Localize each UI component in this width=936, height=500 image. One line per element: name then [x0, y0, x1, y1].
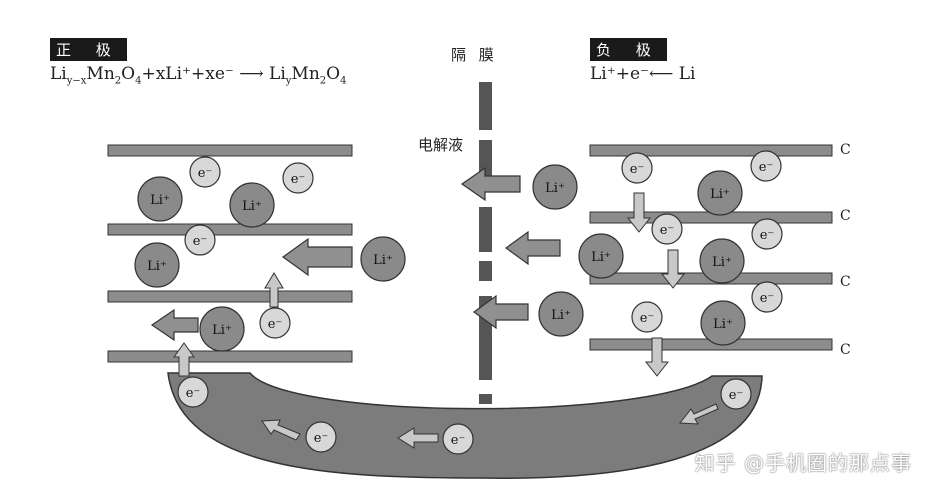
anode-layer-label: C	[840, 208, 851, 224]
svg-text:e⁻: e⁻	[729, 388, 744, 403]
cathode-tag: 正 极	[50, 38, 127, 61]
li-ions: Li⁺ Li⁺ Li⁺ Li⁺ Li⁺ Li⁺ Li⁺ Li⁺ Li⁺ Li⁺ Li⁺	[134, 164, 746, 352]
electron: e⁻	[750, 150, 782, 182]
li-ion: Li⁺	[532, 164, 578, 210]
cathode-plate	[107, 223, 353, 236]
electron: e⁻	[189, 156, 221, 188]
left-arrow	[472, 294, 529, 330]
cathode-plate	[107, 350, 353, 363]
electron: e⁻	[631, 301, 663, 333]
li-ion: Li⁺	[697, 170, 743, 216]
electron: e⁻	[442, 423, 474, 455]
cathode-plate	[107, 144, 353, 157]
electron: e⁻	[259, 307, 291, 339]
cathode-plates	[107, 144, 353, 363]
li-ion: Li⁺	[137, 176, 183, 222]
anode-layer-label: C	[840, 274, 851, 290]
svg-text:Li⁺: Li⁺	[551, 308, 571, 323]
electrons: e⁻ e⁻ e⁻ e⁻ e⁻ e⁻ e⁻ e⁻ e⁻ e⁻ e⁻ e⁻ e⁻ e⁻	[177, 150, 783, 455]
electron: e⁻	[177, 376, 209, 408]
li-ion: Li⁺	[700, 300, 746, 346]
electron: e⁻	[305, 421, 337, 453]
svg-text:e⁻: e⁻	[630, 162, 645, 177]
cathode-equation: Liy−xMn2O4+xLi⁺+xe⁻ ⟶ LiyMn2O4	[50, 64, 347, 87]
svg-text:e⁻: e⁻	[640, 311, 655, 326]
svg-text:e⁻: e⁻	[760, 228, 775, 243]
left-arrow	[150, 308, 199, 342]
li-ion: Li⁺	[699, 238, 745, 284]
li-ion: Li⁺	[229, 182, 275, 228]
svg-text:e⁻: e⁻	[186, 386, 201, 401]
svg-text:Li⁺: Li⁺	[713, 317, 733, 332]
electron: e⁻	[621, 152, 653, 184]
li-ion: Li⁺	[134, 242, 180, 288]
left-arrow	[281, 237, 353, 277]
electron: e⁻	[651, 213, 683, 245]
up-arrow	[173, 342, 195, 377]
svg-text:Li⁺: Li⁺	[591, 250, 611, 265]
anode-layer-label: C	[840, 142, 851, 158]
circuit-arrow	[261, 419, 301, 441]
svg-text:e⁻: e⁻	[198, 166, 213, 181]
down-arrow	[660, 249, 686, 289]
cathode-plate	[107, 290, 353, 303]
svg-text:Li⁺: Li⁺	[147, 259, 167, 274]
electron: e⁻	[751, 281, 783, 313]
svg-text:e⁻: e⁻	[759, 160, 774, 175]
left-arrow	[504, 230, 561, 266]
circuit-arrow	[679, 403, 719, 425]
electron-flow-arrows	[173, 192, 719, 449]
svg-text:Li⁺: Li⁺	[242, 199, 262, 214]
li-ion: Li⁺	[538, 291, 584, 337]
down-arrow	[626, 192, 652, 233]
electron: e⁻	[184, 224, 216, 256]
svg-text:Li⁺: Li⁺	[710, 187, 730, 202]
electron: e⁻	[720, 378, 752, 410]
separator	[479, 82, 492, 404]
circuit-arrow	[397, 427, 439, 449]
electrolyte-label: 电解液	[418, 136, 464, 154]
electron: e⁻	[751, 218, 783, 250]
li-ion: Li⁺	[360, 236, 406, 282]
anode-plate	[589, 144, 833, 157]
electron: e⁻	[282, 162, 314, 194]
svg-text:Li⁺: Li⁺	[373, 253, 393, 268]
svg-text:e⁻: e⁻	[193, 234, 208, 249]
ion-flow-arrows	[150, 166, 561, 342]
li-ion: Li⁺	[578, 233, 624, 279]
svg-text:e⁻: e⁻	[760, 291, 775, 306]
svg-text:Li⁺: Li⁺	[150, 193, 170, 208]
svg-text:Li⁺: Li⁺	[545, 181, 565, 196]
anode-tag: 负 极	[590, 38, 667, 61]
anode-equation: Li⁺+e⁻⟵ Li	[590, 64, 696, 84]
svg-text:e⁻: e⁻	[268, 317, 283, 332]
svg-text:e⁻: e⁻	[660, 223, 675, 238]
svg-text:Li⁺: Li⁺	[712, 255, 732, 270]
up-arrow	[264, 272, 284, 308]
anode-layer-label: C	[840, 342, 851, 358]
left-arrow	[460, 166, 521, 202]
li-ion: Li⁺	[199, 306, 245, 352]
svg-text:Li⁺: Li⁺	[212, 323, 232, 338]
svg-text:e⁻: e⁻	[291, 172, 306, 187]
svg-text:e⁻: e⁻	[451, 433, 466, 448]
watermark: 知乎 @手机圈的那点事	[694, 451, 912, 475]
separator-label: 隔 膜	[451, 46, 498, 64]
svg-text:e⁻: e⁻	[314, 431, 329, 446]
down-arrow	[644, 337, 670, 377]
